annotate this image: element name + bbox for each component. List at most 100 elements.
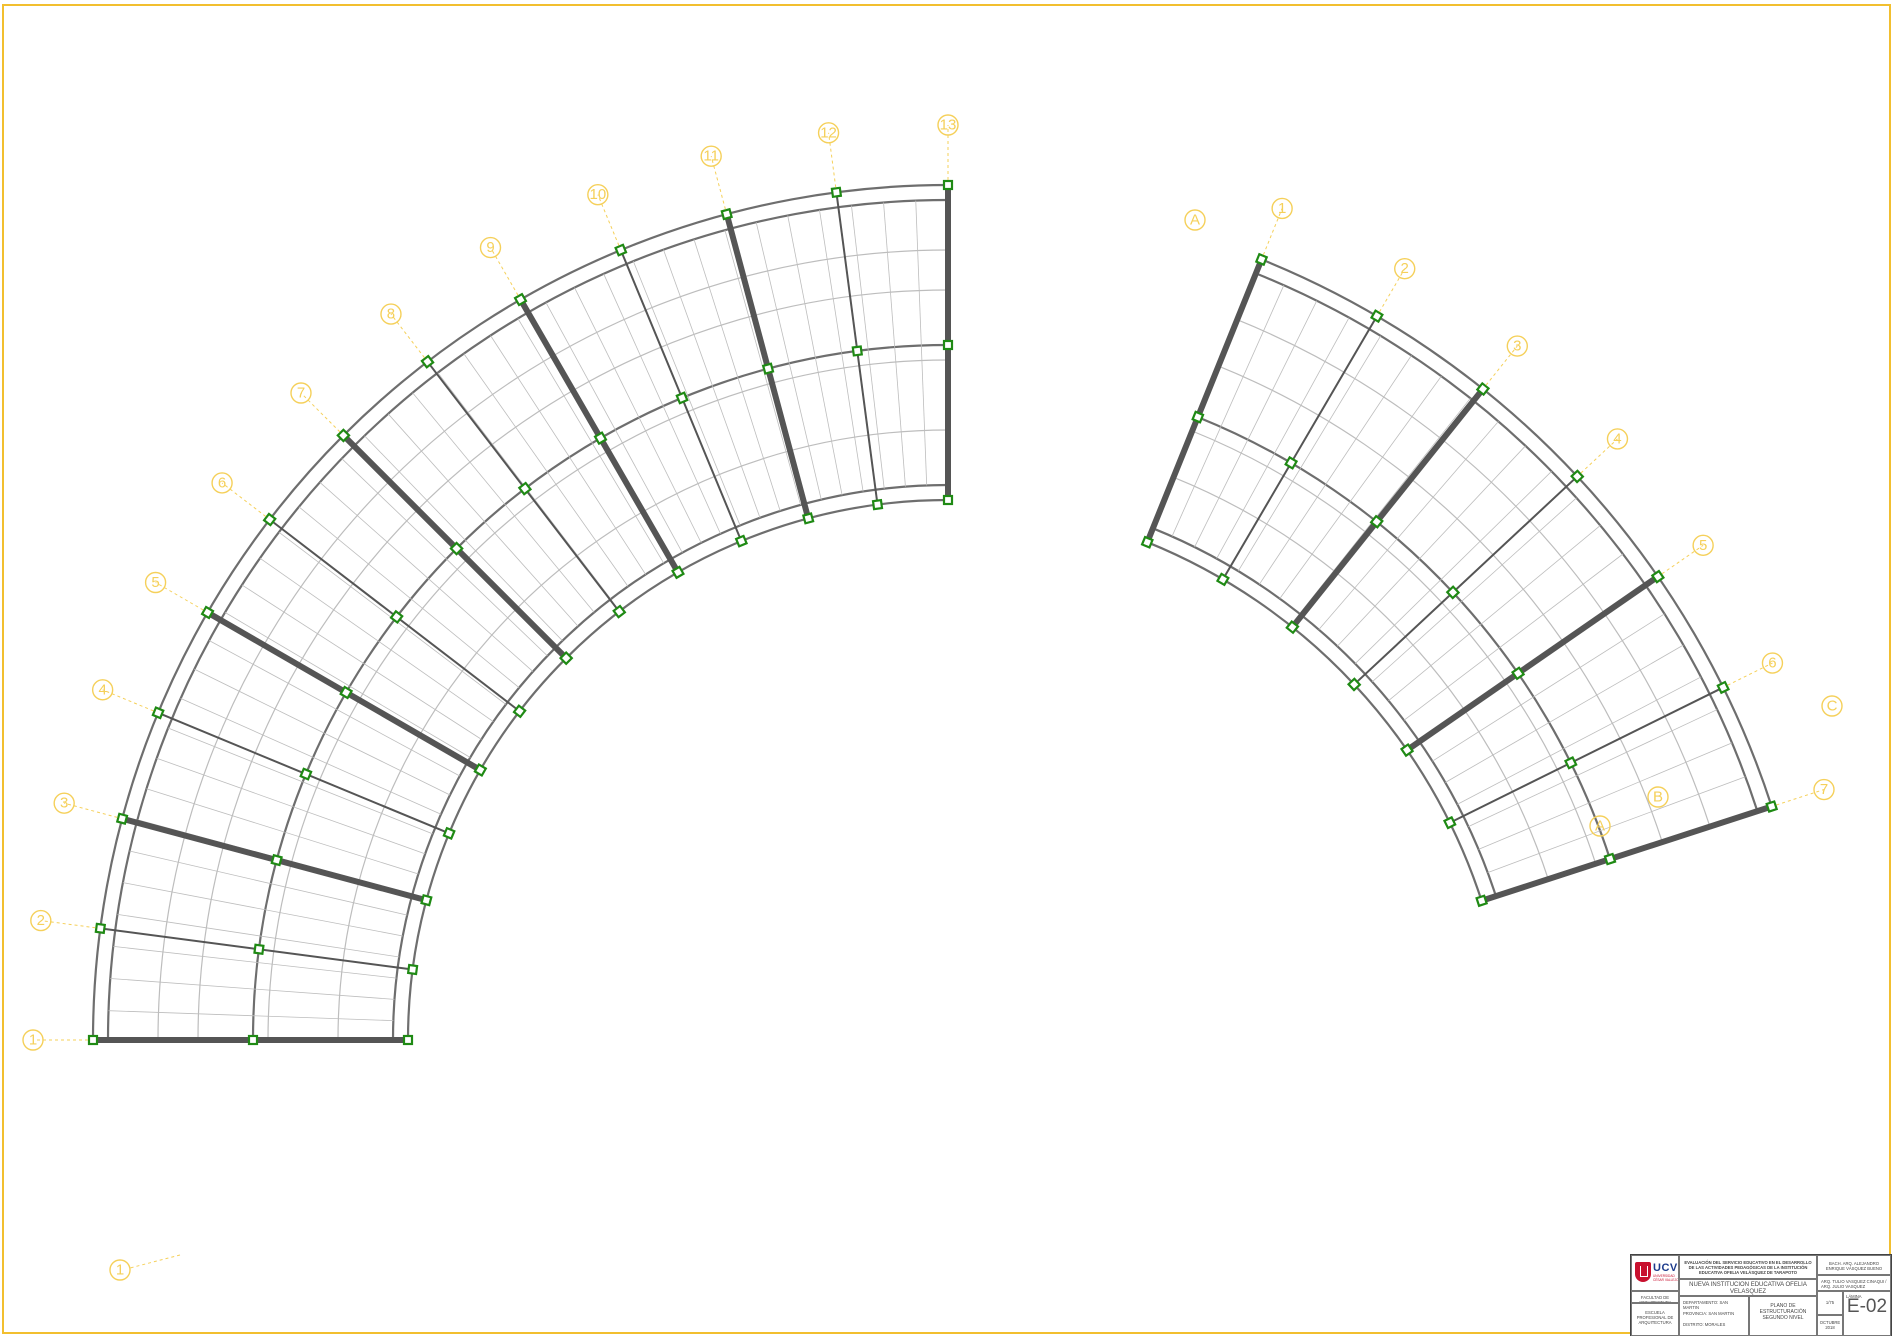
sheet-border [2,4,1891,1334]
axis-bubble [1761,652,1784,674]
slab-joist [180,697,442,815]
axis-label: 5 [151,574,159,591]
advisors: ARQ. TULIO VASQUEZ CINAQUI / ARQ. JULIO … [1817,1275,1891,1291]
radial-beam [1405,574,1660,753]
column [801,512,815,525]
column [262,512,277,527]
column [761,362,775,375]
column [389,609,404,625]
axis-label: 3 [60,795,68,812]
axis-label: 10 [590,186,607,203]
slab-joist [208,640,460,777]
slab-joist [319,482,534,672]
slab-joist [167,727,433,835]
columns [87,179,1779,1046]
axis-bubble [144,571,167,594]
logo-cell: UCV UNIVERSIDAD CÉSAR VALLEJO [1631,1255,1679,1291]
slab-joist [1216,317,1350,559]
thesis-title: EVALUACIÓN DEL SERVICIO EDUCATIVO EN EL … [1679,1255,1817,1279]
column [151,706,165,720]
axis-bubble [22,1029,44,1051]
author: BACH. ARQ. ALEJANDRO ENRIQUE VÁSQUEZ BUE… [1817,1255,1891,1275]
axis-bubble [479,236,502,259]
shield-icon [1635,1262,1651,1282]
slab-joist [851,205,885,489]
slab-joist [1337,445,1526,647]
column [473,763,488,777]
location-row: PROVINCIA: SAN MARTIN [1683,1311,1735,1316]
axis-bubble [1647,786,1669,808]
column [115,812,129,825]
axis-leader [1580,438,1618,474]
column [675,391,689,405]
column [614,243,628,257]
radial-beam [1353,475,1578,686]
axis-bubble [91,679,114,701]
axis-label: 4 [1613,430,1621,447]
slab-joist [364,435,563,642]
axis-label: 2 [1401,260,1409,277]
column [513,292,528,307]
slab-joist [1478,742,1733,850]
column [420,893,433,907]
column [200,605,215,620]
column [253,943,265,956]
slab-joist [117,913,400,958]
axis-label: 13 [940,117,957,134]
axis-bubble [937,114,959,136]
axis-label: A [1595,818,1605,835]
slab-joist [915,200,928,486]
column [1442,815,1457,830]
ring-beams [91,183,1773,1041]
axis-leader [1485,345,1518,386]
slab-joist [156,757,426,855]
column [94,922,107,935]
column [1215,572,1230,587]
column [1369,514,1384,529]
slab-joist [883,202,906,487]
faculty: FACULTAD DE ARQUITECTURA [1631,1291,1679,1303]
slab-joist [517,318,665,564]
axis-bubble [1589,815,1611,837]
axis-label: 1 [116,1262,124,1279]
slab-joist [1171,285,1285,537]
column [1563,755,1578,770]
column [406,963,419,976]
axis-label: B [1653,789,1663,806]
axis-leader [1727,662,1773,686]
column [1285,619,1300,635]
column [512,704,527,719]
radial-beam [1480,803,1773,904]
axis-leader [129,1254,181,1269]
axis-bubble [109,1259,131,1281]
axis-label: 11 [703,148,719,165]
column [1284,455,1299,470]
axis-bubble [1506,335,1529,357]
column [336,428,351,443]
slab-joists [108,200,1758,1022]
column [1399,742,1415,758]
axis-label: 8 [387,306,395,323]
slab-joist [545,302,683,553]
column [1369,309,1384,324]
axis-leader [1379,268,1406,313]
column [1716,680,1730,695]
slab-joist [1487,776,1746,873]
slab-joist [1445,644,1684,783]
axis-label: 1 [29,1032,37,1049]
column [1191,410,1205,424]
slab-joist [108,1010,394,1022]
radial-beam [1144,258,1265,544]
column [247,1034,259,1046]
university-name: UCV [1653,1262,1678,1274]
title-block: UCV UNIVERSIDAD CÉSAR VALLEJO EVALUACIÓN… [1630,1254,1892,1336]
slab-joist [129,850,408,916]
radial-beams [93,185,1773,1043]
axis-bubble [587,183,609,206]
column [1346,677,1362,692]
column [1140,535,1154,549]
column [517,481,533,496]
axis-bubble [211,472,233,494]
axis-bubble [1692,534,1714,557]
